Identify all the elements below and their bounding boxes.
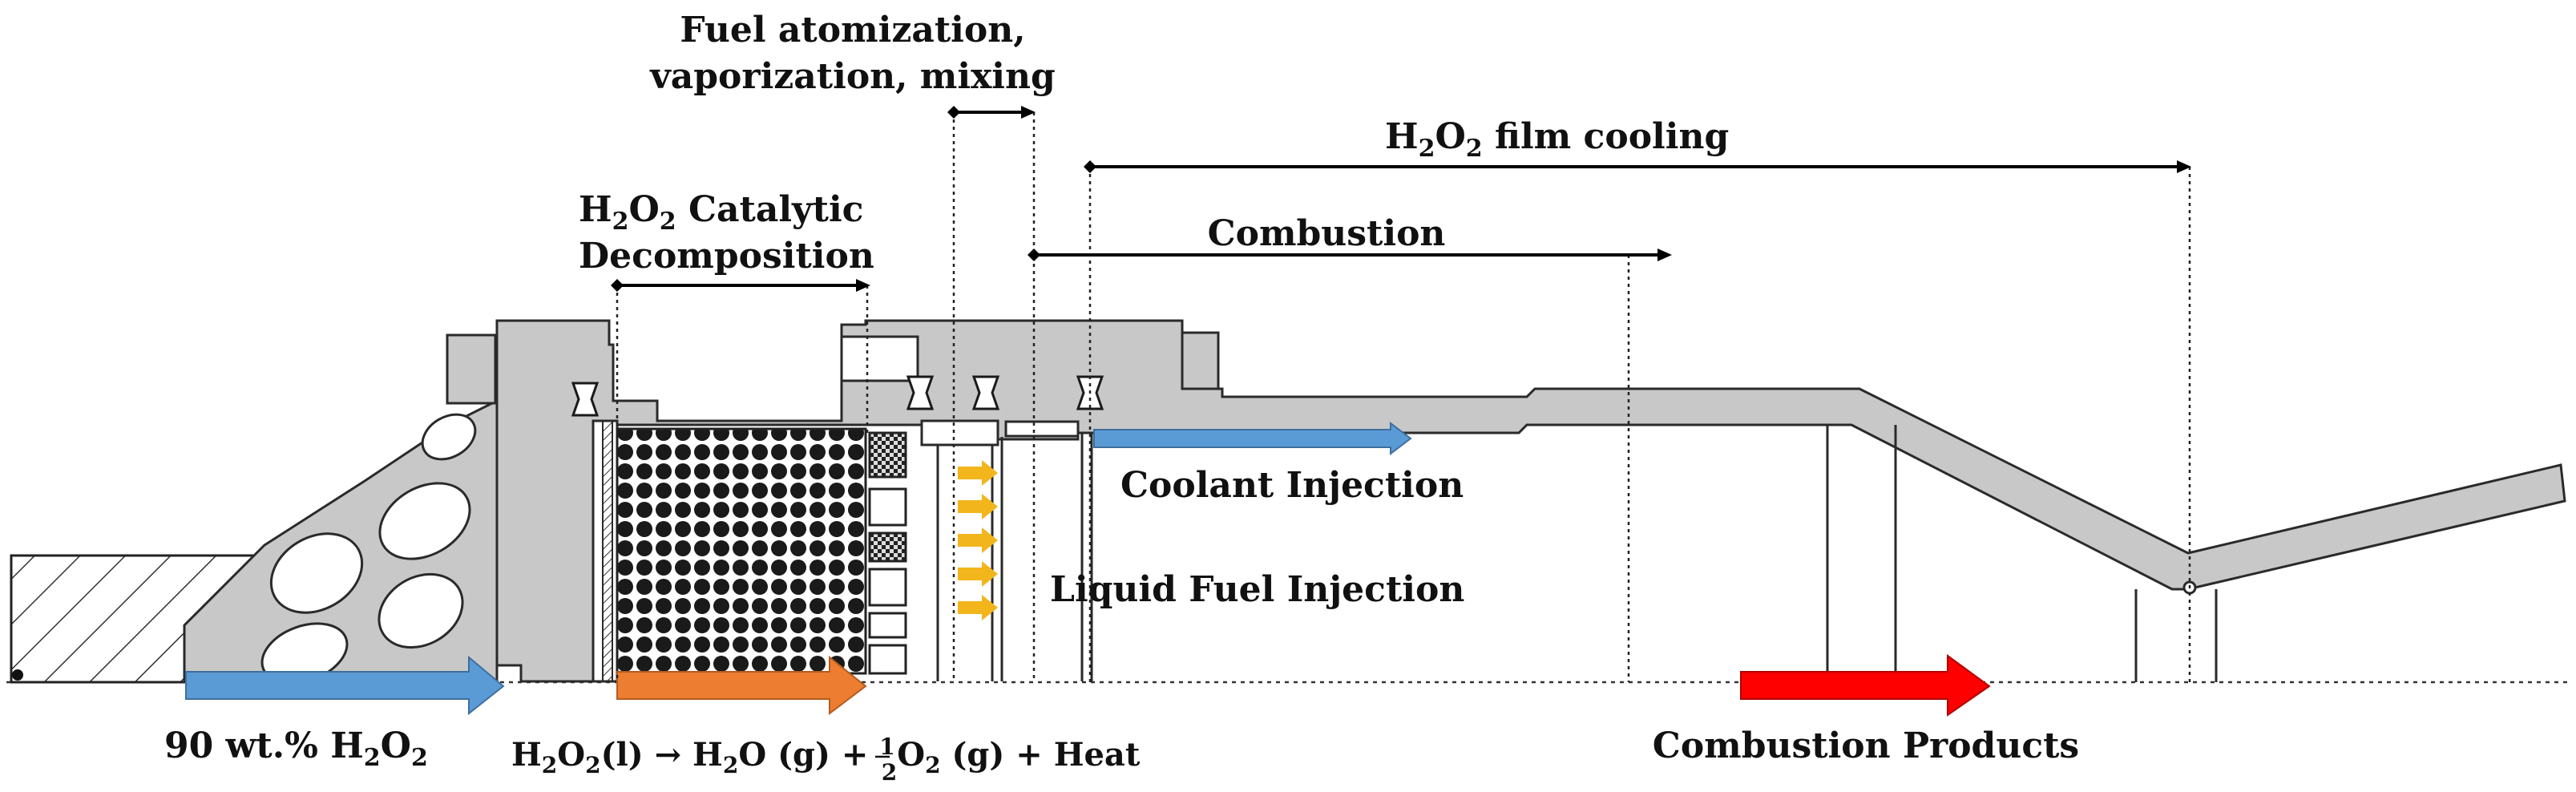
liquid-fuel-injection-label: Liquid Fuel Injection	[1050, 569, 1464, 610]
combustion-products-arrow	[1740, 654, 1991, 717]
fuel-atomization-label-line1: Fuel atomization,	[680, 10, 1025, 51]
injector-icon	[571, 375, 1104, 417]
combustion-products-label: Combustion Products	[1653, 725, 2079, 766]
catalytic-label-line1: H2O2 Catalytic	[579, 189, 863, 236]
coolant-flow-arrow	[1093, 421, 1412, 456]
combustion-label: Combustion	[1208, 213, 1446, 254]
combustion-span-arrow	[1028, 249, 1672, 261]
catalytic-span-arrow	[611, 279, 870, 292]
reference-lines	[616, 112, 2191, 682]
catalyst-bed	[616, 427, 867, 675]
injector-body	[495, 319, 2566, 683]
inlet-manifold	[183, 398, 499, 685]
centerline-marker	[12, 669, 23, 681]
catalyst-outlet-plates	[868, 431, 907, 675]
injector-port-cap	[840, 335, 919, 382]
film-cooling-span-arrow	[1084, 160, 2191, 173]
propellant-flow-arrow	[185, 655, 505, 716]
decomposition-flow-arrow	[616, 655, 867, 716]
right-flange-bolt	[1181, 331, 1220, 390]
fuel-injection-arrows	[958, 460, 998, 620]
coolant-injection-label: Coolant Injection	[1120, 465, 1464, 506]
catalytic-label-line2: Decomposition	[579, 236, 874, 277]
mixing-span-arrow	[947, 106, 1036, 119]
propellant-label: 90 wt.% H2O2	[164, 725, 428, 772]
coolant-slot	[1004, 420, 1080, 438]
catalyst-bed-screen	[602, 420, 613, 682]
film-cooling-label: H2O2 film cooling	[1385, 116, 1729, 163]
fuel-atomization-label-line2: vaporization, mixing	[649, 56, 1056, 97]
left-bolt	[446, 333, 497, 405]
fuel-injector-ring	[920, 419, 999, 447]
